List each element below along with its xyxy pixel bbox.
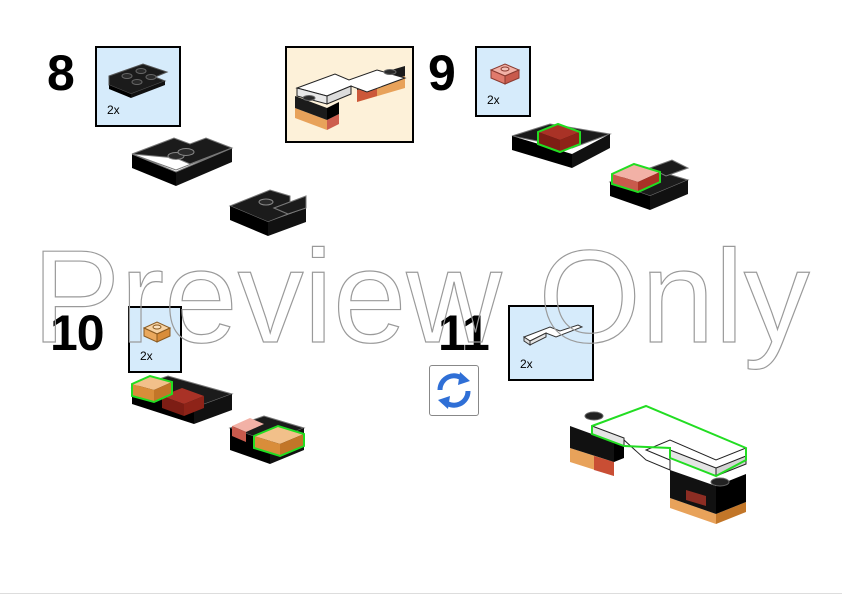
preview-only-watermark: Preview Only <box>32 232 811 371</box>
trans-orange-plate-icon <box>142 321 172 343</box>
parts-quantity: 2x <box>140 349 153 363</box>
step-8-model-b <box>228 189 307 236</box>
step-number-8: 8 <box>47 45 75 101</box>
step-10-model-b <box>228 415 306 464</box>
parts-list-step-10: 2x <box>128 306 182 373</box>
submodel-preview <box>285 46 414 143</box>
step-number-9: 9 <box>428 45 456 101</box>
parts-list-step-9: 2x <box>475 46 531 117</box>
rotate-button[interactable] <box>429 365 479 416</box>
step-11-model <box>570 404 748 524</box>
submodel-image <box>295 66 407 130</box>
page-divider <box>0 593 842 594</box>
step-number-11: 11 <box>438 305 490 361</box>
trans-red-plate-icon <box>489 63 521 85</box>
step-10-model-a <box>130 374 234 424</box>
parts-quantity: 2x <box>107 103 120 117</box>
parts-quantity: 2x <box>487 93 500 107</box>
parts-list-step-11: 2x <box>508 305 594 381</box>
black-l-plate-icon <box>108 63 169 98</box>
rotate-arrows-icon <box>437 372 471 409</box>
step-8-model-a <box>131 137 234 186</box>
white-l-tile-icon <box>522 324 584 346</box>
parts-quantity: 2x <box>520 357 533 371</box>
step-9-model-a <box>511 122 612 168</box>
step-9-model-b <box>608 159 690 210</box>
step-number-10: 10 <box>50 305 105 361</box>
parts-list-step-8: 2x <box>95 46 181 127</box>
